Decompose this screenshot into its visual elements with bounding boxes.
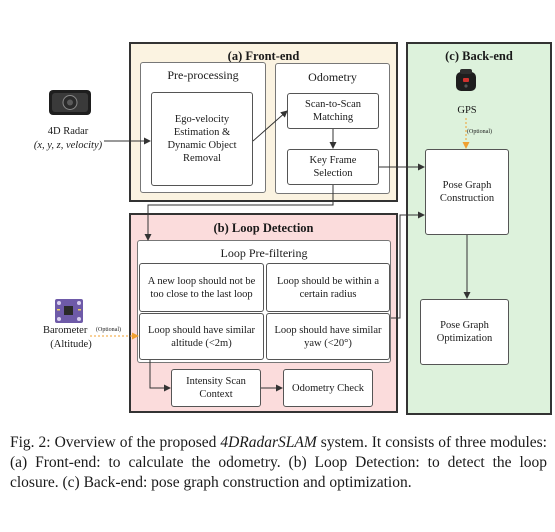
condition-radius-box: Loop should be within a certain radius <box>266 263 390 312</box>
caption-system-name: 4DRadarSLAM <box>220 434 317 451</box>
preprocessing-title: Pre-processing <box>167 68 239 82</box>
radar-sensor-icon <box>49 90 91 115</box>
pose-graph-construction-box: Pose Graph Construction <box>425 149 509 235</box>
radar-label: 4D Radar <box>47 126 89 137</box>
connector-arrows <box>90 110 471 392</box>
caption-suffix: system. It consists of three modules: (a… <box>10 434 547 491</box>
radar-variables: (x, y, z, velocity) <box>33 140 103 151</box>
frontend-title: (a) Front-end <box>227 49 300 63</box>
backend-title: (c) Back-end <box>445 49 513 63</box>
gps-receiver-icon <box>456 69 476 91</box>
loop-prefiltering-title: Loop Pre-filtering <box>220 246 308 260</box>
intensity-scan-context-box: Intensity Scan Context <box>171 369 261 407</box>
ego-velocity-box: Ego-velocity Estimation & Dynamic Object… <box>151 92 253 186</box>
barometer-label: Barometer <box>43 325 88 336</box>
odometry-title: Odometry <box>308 70 357 84</box>
pose-graph-optimization-box: Pose Graph Optimization <box>420 299 509 365</box>
caption-prefix: Fig. 2: Overview of the proposed <box>10 434 221 451</box>
condition-last-loop-box: A new loop should not be too close to th… <box>139 263 264 312</box>
barometer-altitude-label: (Altitude) <box>50 339 92 350</box>
key-frame-selection-box: Key Frame Selection <box>287 149 379 185</box>
condition-yaw-box: Loop should have similar yaw (<20°) <box>266 313 390 360</box>
loop-detection-title: (b) Loop Detection <box>213 221 314 235</box>
gps-label: GPS <box>457 105 477 116</box>
figure-caption: Fig. 2: Overview of the proposed 4DRadar… <box>10 433 547 493</box>
barometer-board-icon <box>55 299 83 323</box>
condition-altitude-box: Loop should have similar altitude (<2m) <box>139 313 264 360</box>
barometer-optional-label: (Optional) <box>96 327 121 333</box>
odometry-check-box: Odometry Check <box>283 369 373 407</box>
gps-optional-label: (Optional) <box>467 129 492 135</box>
scan-to-scan-box: Scan-to-Scan Matching <box>287 93 379 129</box>
